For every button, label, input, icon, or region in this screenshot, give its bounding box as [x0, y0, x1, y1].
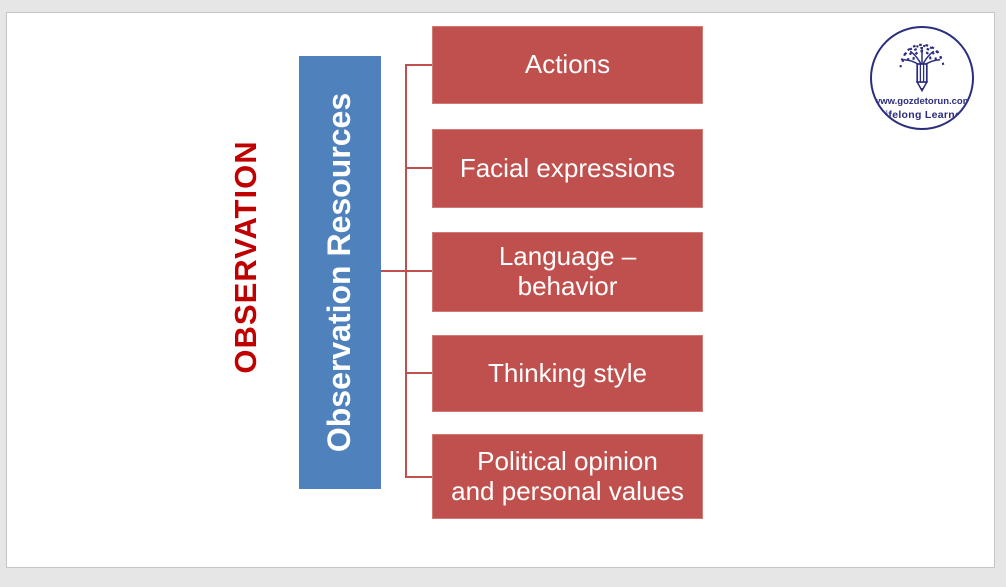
resource-box-language-behavior: Language – behavior [432, 232, 703, 312]
connector-branch-1 [407, 64, 432, 66]
logo-tagline: Lifelong Learner [878, 109, 966, 121]
resource-box-facial-expressions: Facial expressions [432, 129, 703, 208]
resource-box-political-opinion: Political opinion and personal values [432, 434, 703, 519]
logo: www.gozdetorun.com Lifelong Learner [870, 26, 974, 130]
resource-box-thinking-style: Thinking style [432, 335, 703, 412]
connector-stub [381, 270, 407, 272]
category-bar: Observation Resources [299, 56, 381, 489]
category-bar-label: Observation Resources [321, 92, 358, 453]
slide-title-vertical: OBSERVATION [228, 140, 263, 374]
logo-url-text: www.gozdetorun.com [872, 96, 972, 107]
pencil-tree-icon [890, 32, 954, 101]
slide: OBSERVATION Observation Resources Action… [6, 12, 995, 568]
connector-trunk [405, 64, 407, 478]
connector-branch-5 [407, 476, 432, 478]
connector-branch-3 [407, 270, 432, 272]
connector-branch-2 [407, 167, 432, 169]
resource-box-actions: Actions [432, 26, 703, 104]
connector-branch-4 [407, 372, 432, 374]
